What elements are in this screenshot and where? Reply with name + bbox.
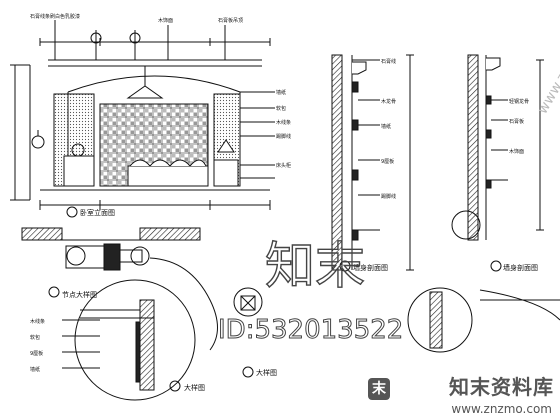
section-a-title: 墙身剖面图 [353, 263, 388, 272]
detail-4-circle [74, 279, 196, 401]
label-elev-top-1: 石膏线条刷白色乳胶漆 [30, 13, 80, 20]
label-elev-right-4: 踢脚线 [276, 133, 291, 140]
cornice-a [352, 61, 367, 75]
label-sec-b-3: 木饰面 [509, 148, 524, 155]
wall-hatch-b [467, 54, 479, 241]
detail-callout-circle-b [451, 210, 481, 240]
section-mark-left [31, 135, 45, 149]
label-elev-top-3: 石膏板吊顶 [218, 17, 243, 24]
label-sec-a-5: 踢脚线 [381, 193, 396, 200]
label-elev-bottom: 床头柜 [276, 162, 291, 169]
detail-plan-title: 节点大样图 [62, 290, 97, 299]
label-elev-right-1: 墙纸 [276, 89, 286, 96]
label-detail-4: 墙纸 [30, 366, 40, 373]
detail-5 [233, 287, 263, 378]
lamp [217, 139, 235, 153]
detail-plan [21, 227, 218, 351]
label-elev-top-2: 木饰面 [158, 17, 173, 24]
detail-6 [407, 287, 560, 353]
label-sec-a-2: 木龙骨 [381, 98, 396, 105]
label-detail-3: 9厘板 [30, 350, 43, 357]
brand-url: www.znzmo.com [451, 402, 552, 416]
label-detail-1: 木线条 [30, 318, 45, 325]
label-sec-a-4: 9厘板 [381, 158, 394, 165]
label-detail-2: 软包 [30, 334, 40, 341]
elevation-title-mark [66, 206, 78, 218]
bedside-cabinet-right [213, 159, 239, 187]
elevation-title: 卧室立面图 [80, 208, 115, 217]
bedroom-elevation [10, 20, 275, 218]
brand-name: 知末资料库 [449, 375, 554, 399]
label-sec-a-1: 石膏线 [381, 58, 396, 65]
bedside-cabinet-left [63, 155, 95, 187]
detail-4-title: 大样图 [184, 383, 205, 392]
label-sec-b-1: 轻钢龙骨 [509, 98, 529, 105]
section-b-title: 墙身剖面图 [503, 263, 538, 272]
wall-section-b [451, 54, 544, 272]
ceiling-arch [67, 75, 241, 93]
bed [127, 165, 209, 187]
label-sec-a-3: 墙纸 [381, 123, 391, 130]
label-elev-right-3: 木线条 [276, 119, 291, 126]
watermark-main: 知末 [265, 237, 365, 295]
watermark-id: ID:532013522 [218, 315, 403, 345]
chandelier [126, 85, 164, 99]
watermark-side: www.znzmo.com [535, 7, 560, 117]
label-sec-b-2: 石膏板 [509, 118, 524, 125]
brand-logo-icon: 末 [368, 378, 390, 400]
label-elev-right-2: 软包 [276, 105, 286, 112]
detail-4 [62, 279, 196, 401]
wall-section-a [331, 54, 414, 272]
detail-5-title: 大样图 [256, 368, 277, 377]
